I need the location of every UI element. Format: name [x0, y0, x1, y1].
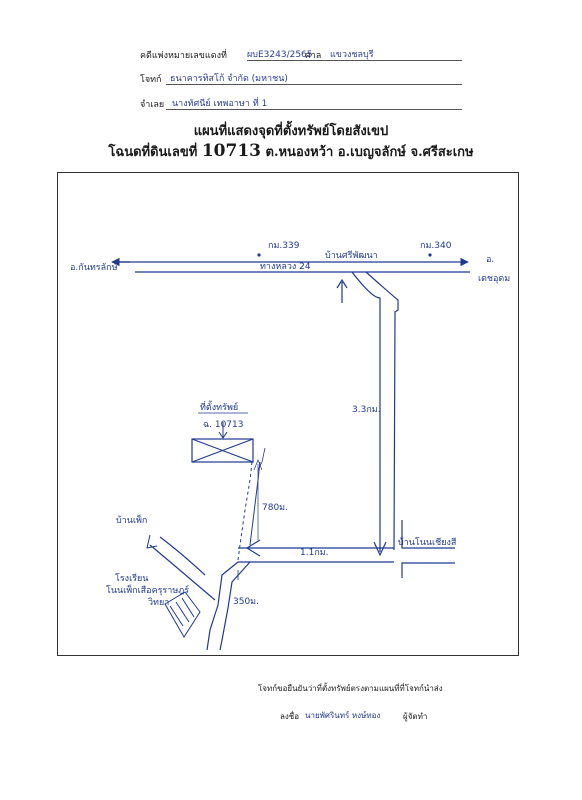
- deed-label: ฉ. 10713: [203, 420, 243, 430]
- highway-label: ทางหลวง 24: [260, 262, 311, 272]
- signature-role: ผู้จัดทำ: [403, 712, 428, 721]
- km-340-label: กม.340: [420, 241, 452, 251]
- village-left-label: บ้านเพ็ก: [116, 513, 147, 526]
- deed-title: โฉนดที่ดินเลขที่ 10713 ต.หนองหว้า อ.เบญจ…: [0, 141, 582, 162]
- signature-label: ลงชื่อ: [280, 712, 300, 721]
- map-title: แผนที่แสดงจุดที่ตั้งทรัพย์โดยสังเขป: [193, 124, 389, 139]
- school-label-line1: โรงเรียน: [115, 573, 148, 584]
- property-distance-label: 780ม.: [262, 503, 288, 513]
- right-destination-label-1: อ.: [486, 255, 494, 265]
- map-frame: [57, 172, 519, 656]
- km339-marker: [257, 253, 261, 257]
- side-road-arrow: [373, 541, 387, 557]
- defendant-underline: [166, 109, 462, 110]
- cross-road: [238, 520, 455, 578]
- junction-arrow: [336, 278, 348, 303]
- side-road-distance-label: 3.3กม.: [352, 405, 381, 415]
- defendant-label: จำเลย: [140, 100, 165, 110]
- village-top-label: บ้านศรีพัฒนา: [325, 250, 378, 261]
- plaintiff-value: ธนาคารทิสโก้ จำกัด (มหาชน): [170, 74, 288, 84]
- plaintiff-label: โจทก์: [140, 75, 162, 85]
- court-value: แขวงชลบุรี: [330, 50, 374, 60]
- court-label: ศาล: [305, 51, 322, 61]
- deed-title-prefix: โฉนดที่ดินเลขที่: [108, 145, 198, 160]
- property-pointer: [218, 422, 228, 439]
- school-label-line2: โนนเพ็กเสือครุราษฎร์: [106, 583, 189, 596]
- left-destination-label: อ.กันทรลักษ์: [70, 261, 118, 273]
- school-label-line3: วิทยา: [148, 597, 169, 608]
- property-label: ที่ตั้งทรัพย์: [200, 400, 238, 413]
- highway-road: [111, 257, 470, 273]
- case-number-value: ผบE3243/2565: [247, 50, 313, 60]
- deed-number: 10713: [201, 141, 261, 161]
- school-area: [164, 591, 201, 638]
- certify-text: โจทก์ขอยืนยันว่าที่ตั้งทรัพย์ตรงตามแผนที…: [258, 684, 443, 693]
- village-right-label: บ้านโนนเชียงสี: [398, 537, 457, 548]
- bottom-distance-label: 350ม.: [233, 597, 259, 607]
- case-underline: [247, 60, 462, 61]
- side-road: [351, 271, 399, 552]
- defendant-value: นางทัศนีย์ เทพอาษา ที่ 1: [172, 99, 268, 109]
- deed-title-suffix: ต.หนองหว้า อ.เบญจลักษ์ จ.ศรีสะเกษ: [265, 145, 474, 160]
- km340-marker: [428, 253, 432, 257]
- cross-road-distance-label: 1.1กม.: [300, 548, 329, 558]
- case-number-label: คดีแพ่งหมายเลขแดงที่: [140, 51, 227, 61]
- km-339-label: กม.339: [268, 241, 300, 251]
- property-path: [237, 461, 253, 561]
- plaintiff-underline: [166, 84, 462, 85]
- property-box: [191, 438, 254, 463]
- signature-name: นายพัศรินทร์ หงษ์ทอง: [305, 711, 381, 720]
- village-left-arrow: [146, 534, 158, 549]
- right-destination-label-2: เดชอุดม: [478, 274, 510, 284]
